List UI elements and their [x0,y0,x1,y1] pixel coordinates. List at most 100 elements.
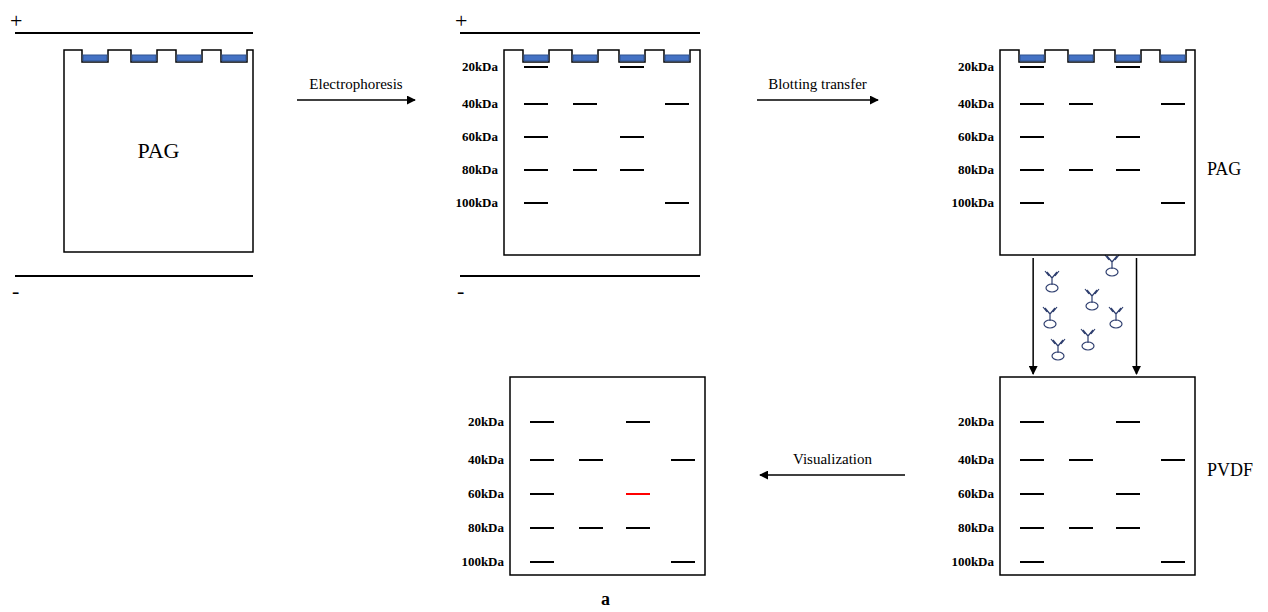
electrode-sign: - [457,280,464,302]
protein-band [530,561,554,563]
protein-band [530,459,554,461]
antibody-symbol [1109,307,1123,328]
antibody-symbol [1081,329,1095,350]
protein-band [620,136,644,138]
panel-letter: a [601,590,610,608]
sample-well [1116,55,1140,61]
marker-size: 60kDa [462,130,498,143]
step-label: Blotting transfer [766,77,869,92]
marker-size: 80kDa [958,163,994,176]
protein-band [1069,169,1093,171]
sample-well [1020,55,1044,61]
marker-size: 20kDa [958,415,994,428]
marker-size: 40kDa [468,453,504,466]
gel-slab: 20kDa40kDa60kDa80kDa100kDaPAG [1000,50,1195,255]
marker-size: 40kDa [958,453,994,466]
protein-band [530,493,554,495]
marker-size: 20kDa [462,60,498,73]
anode-bar [460,32,700,34]
protein-band [530,527,554,529]
sample-well [222,55,246,61]
marker-size: 60kDa [468,487,504,500]
marker-size: 80kDa [958,521,994,534]
gel-outline [64,50,253,252]
cathode-bar [15,275,253,277]
marker-size: 100kDa [461,555,504,568]
protein-band [1069,527,1093,529]
marker-size: 100kDa [951,555,994,568]
protein-band [1069,103,1093,105]
antibody-symbol [1105,255,1119,276]
protein-band [1116,527,1140,529]
gel-outline [510,377,705,575]
protein-band [1069,459,1093,461]
protein-band [620,169,644,171]
protein-band [524,169,548,171]
anode-bar [15,32,253,34]
marker-size: 100kDa [455,196,498,209]
process-arrow [757,99,878,101]
protein-band [1116,66,1140,68]
protein-band [530,421,554,423]
protein-band [620,66,644,68]
marker-size: 20kDa [958,60,994,73]
marker-size: 100kDa [951,196,994,209]
sample-well [524,55,548,61]
protein-band [524,103,548,105]
electrode-sign: + [10,10,22,32]
protein-band [1161,103,1185,105]
gel-outline [1000,377,1195,575]
marker-size: 80kDa [468,521,504,534]
marker-size: 40kDa [958,97,994,110]
sample-well [573,55,597,61]
protein-band [626,527,650,529]
protein-band [1161,202,1185,204]
sample-well [1069,55,1093,61]
marker-size: 20kDa [468,415,504,428]
protein-band [524,66,548,68]
protein-band [524,202,548,204]
step-label: Visualization [791,452,874,467]
process-arrow [1032,258,1034,374]
marker-size: 40kDa [462,97,498,110]
protein-band [573,103,597,105]
sample-well [620,55,644,61]
gel-outline [999,376,1196,576]
protein-band [1020,66,1044,68]
protein-band [1161,561,1185,563]
marker-size: 60kDa [958,130,994,143]
process-arrow [1136,258,1138,374]
step-label: Electrophoresis [307,77,404,92]
protein-band [1020,527,1044,529]
sample-well [83,55,107,61]
protein-band [1020,421,1044,423]
gel-outline [999,49,1196,256]
gel-outline [503,49,701,256]
sample-well [177,55,201,61]
protein-band [524,136,548,138]
protein-band [1020,493,1044,495]
protein-band [1116,136,1140,138]
marker-size: 60kDa [958,487,994,500]
protein-band [1116,169,1140,171]
gel-outline [509,376,706,576]
protein-band [573,169,597,171]
protein-band [665,103,689,105]
protein-band [1020,169,1044,171]
protein-band [1020,202,1044,204]
protein-band [1020,459,1044,461]
protein-band [1161,459,1185,461]
protein-band [579,459,603,461]
gel-slab: 20kDa40kDa60kDa80kDa100kDa [504,50,700,255]
antibody-symbol [1051,339,1065,360]
antibody-symbol [1085,289,1099,310]
electrode-sign: - [12,280,19,302]
protein-band [1116,421,1140,423]
gel-slab: PAG [64,50,253,252]
protein-band [671,561,695,563]
gel-outline [1000,50,1195,255]
sample-well [132,55,156,61]
electrode-sign: + [455,10,467,32]
